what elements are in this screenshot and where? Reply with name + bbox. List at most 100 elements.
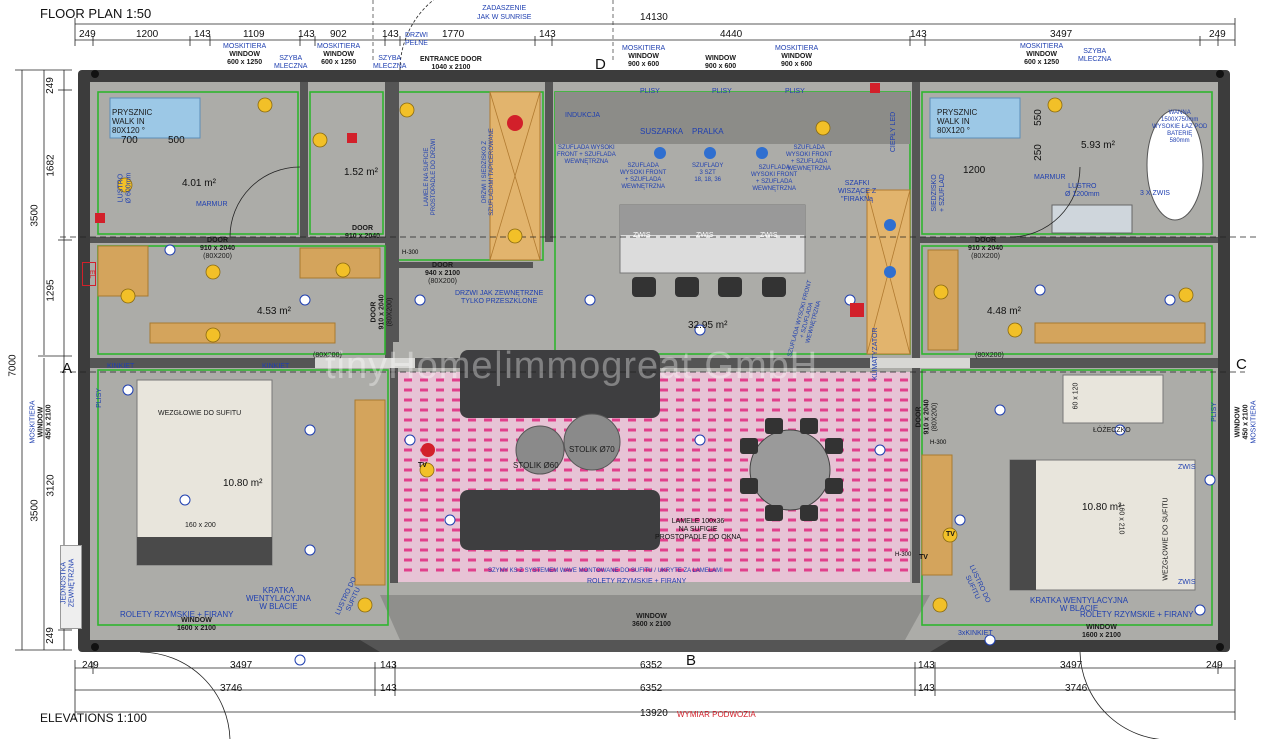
door-glazed-label: DRZWI JAK ZEWNĘTRZNE TYLKO PRZESZKLONE	[455, 290, 544, 305]
window-size: 3600 x 2100	[632, 621, 671, 628]
window-size: 900 x 600	[705, 63, 737, 70]
pendant-3x-label: 3 X ZWIS	[1140, 190, 1170, 197]
drawer-label: SZUFLADA WYSOKI FRONT + SZUFLADA WEWNĘTR…	[557, 145, 616, 165]
mosquito-net-label: MOSKITIERA	[1250, 400, 1258, 444]
top-dim-seg: 143	[194, 29, 211, 40]
ceiling-rails-label: SZYNY KS Z SYSTEMEM WAVE MONTOWANE DO SU…	[488, 568, 723, 574]
window-size: 450 x 2100	[45, 404, 53, 440]
window-size: 600 x 1250	[1024, 59, 1060, 66]
window-label: WINDOW	[37, 406, 45, 438]
door-middle[interactable]: DOOR 940 x 2100 (80X200)	[425, 262, 460, 286]
bottom-dim-seg: 143	[380, 660, 397, 671]
top-dim-seg: 1200	[136, 29, 159, 40]
door-size-alt: (80X200)	[428, 278, 457, 285]
drawer-label: SZUFLADA WYSOKI FRONT + SZUFLADA WEWNĘTR…	[751, 165, 798, 192]
room-area: 10.80 m²	[1082, 502, 1122, 513]
window-size: 900 x 600	[628, 61, 660, 68]
elevations-title: ELEVATIONS 1:100	[40, 711, 147, 725]
axis-marker-c: C	[1236, 356, 1247, 373]
canopy-note: ZADASZENIE JAK W SUNRISE	[477, 5, 532, 21]
top-dim-seg: 143	[910, 29, 927, 40]
outdoor-unit-label: JEDNOSTKA ZEWNĘTRZNA	[60, 558, 76, 608]
door-size-alt: (80X200)	[931, 402, 939, 432]
bed-size-label: 160 x 200	[185, 522, 216, 529]
pendant-label: ZWIS	[696, 232, 714, 239]
top-dim-seg: 143	[382, 29, 399, 40]
window-label-side-left: MOSKITIERA WINDOW 450 x 2100	[30, 400, 54, 443]
coffee-table-label: STOLIK Ø70	[569, 445, 615, 454]
door-wc[interactable]: DOOR 910 x 2040	[345, 225, 380, 241]
window-label-side-right: WINDOW 450 x 2100 MOSKITIERA	[1235, 400, 1259, 443]
window-label: WINDOW	[229, 51, 260, 58]
top-dim-seg: 4440	[720, 29, 743, 40]
window-label-top-left-2: MOSKITIERA WINDOW 600 x 1250	[317, 43, 360, 67]
h300-label: H-300	[895, 552, 912, 558]
top-dim-seg: 3497	[1050, 29, 1073, 40]
dryer-label: SUSZARKA	[640, 127, 684, 136]
right-dim-seg: 250	[1032, 144, 1044, 161]
slats-ceiling-label: LAMELE NA SUFICIE PROSTOPADLE DO DRZWI	[424, 138, 438, 216]
shower-left-dim: 500	[168, 135, 185, 146]
window-label: WINDOW	[323, 51, 354, 58]
mirror-left-label: LUSTRO Ø 600mm	[117, 172, 133, 204]
door-vertical-right[interactable]: DOOR 910 x 2040 (80X200)	[916, 399, 940, 434]
top-dim-seg: 143	[298, 29, 315, 40]
tv-label: TV	[946, 531, 955, 538]
hanging-cabinets-label: SZAFKI WISZĄCE Z "FIRAKNą	[838, 180, 877, 203]
door-label: DOOR	[352, 225, 374, 232]
axis-marker-b: B	[686, 652, 697, 669]
wall-lamp-label: KINKIET	[262, 363, 290, 370]
bottom-dim-seg: 3746	[1065, 683, 1088, 694]
window-size: 450 x 2100	[1242, 404, 1250, 440]
bottom-dim-seg: 249	[1206, 660, 1223, 671]
door-bench-label: DRZWI I SIEDZISKO Z SZUFLADAMI TAPICEROW…	[481, 128, 495, 216]
dim-1200: 1200	[963, 165, 986, 176]
blinds-side-label: PLISY	[95, 388, 103, 408]
door-size: 910 x 2040	[378, 294, 386, 330]
shower-right-label: PRYSZNIC WALK IN 80X120 °	[937, 108, 978, 135]
door-size: 910 x 2040	[968, 245, 1004, 252]
window-label-kitchen-3: MOSKITIERA WINDOW 900 x 600	[775, 45, 818, 69]
window-label: WINDOW	[636, 613, 667, 620]
window-label-kitchen-1: MOSKITIERA WINDOW 900 x 600	[622, 45, 665, 69]
window-label: WINDOW	[1026, 51, 1057, 58]
bathtub-label: WANNA 1500X750mm WYSOKIE ŁAZ POD BATERIĘ…	[1152, 110, 1208, 144]
door-size-alt: (80X200)	[203, 253, 232, 260]
door-hall-right[interactable]: DOOR 910 x 2040 (80X200)	[968, 237, 1003, 261]
headboard-label: WEZGŁOWIE DO SUFITU	[158, 410, 242, 417]
tv-label: TV	[418, 462, 427, 469]
marble-left-label: MARMUR	[196, 201, 228, 208]
window-size: 900 x 600	[781, 61, 813, 68]
window-label: WINDOW	[181, 617, 212, 624]
entrance-door-label[interactable]: DRZWI PEŁNE	[405, 32, 428, 48]
door-size-alt: (80X200)	[971, 253, 1000, 260]
room-area: 4.48 m²	[987, 306, 1021, 317]
door-size: 910 x 2040	[345, 233, 381, 240]
mosquito-net-label: MOSKITIERA	[223, 43, 267, 50]
door-size: 940 x 2100	[425, 270, 461, 277]
pendant-label: ZWIS	[1178, 579, 1196, 586]
induction-label: INDUKCJA	[565, 112, 601, 119]
door-vertical-left[interactable]: DOOR 910 x 2040 (80X200)	[371, 294, 395, 329]
window-label-bottom-center: WINDOW 3600 x 2100	[632, 613, 671, 629]
roman-blinds-label: ROLETY RZYMSKIE + FIRANY	[120, 610, 234, 619]
roman-blinds-label: ROLETY RZYMSKIE + FIRANY	[587, 578, 687, 585]
bottom-dim-seg: 3746	[220, 683, 243, 694]
plan-title: FLOOR PLAN 1:50	[40, 6, 152, 21]
axis-marker-d: D	[595, 56, 606, 73]
window-label-top-right: MOSKITIERA WINDOW 600 x 1250	[1020, 43, 1063, 67]
top-dim-seg: 249	[79, 29, 96, 40]
crib-label: ŁÓŻECZKO	[1093, 427, 1131, 434]
window-label: WINDOW	[1086, 624, 1117, 631]
chassis-dimension-note: WYMIAR PODWOZIA	[677, 710, 756, 719]
door-hall-left[interactable]: DOOR 910 x 2040 (80X200)	[200, 237, 235, 261]
window-label: WINDOW	[1234, 406, 1242, 438]
bottom-dim-seg: 143	[918, 683, 935, 694]
top-dimension-lines	[74, 0, 1236, 60]
window-size: 600 x 1250	[321, 59, 357, 66]
vent-grille-label: KRATKA WENTYLACYJNA W BLACIE	[246, 586, 311, 611]
window-label-kitchen-2: WINDOW 900 x 600	[705, 55, 736, 71]
room-area: 4.01 m²	[182, 178, 216, 189]
window-size: 1600 x 2100	[177, 625, 216, 632]
bottom-dim-seg: 6352	[640, 660, 663, 671]
